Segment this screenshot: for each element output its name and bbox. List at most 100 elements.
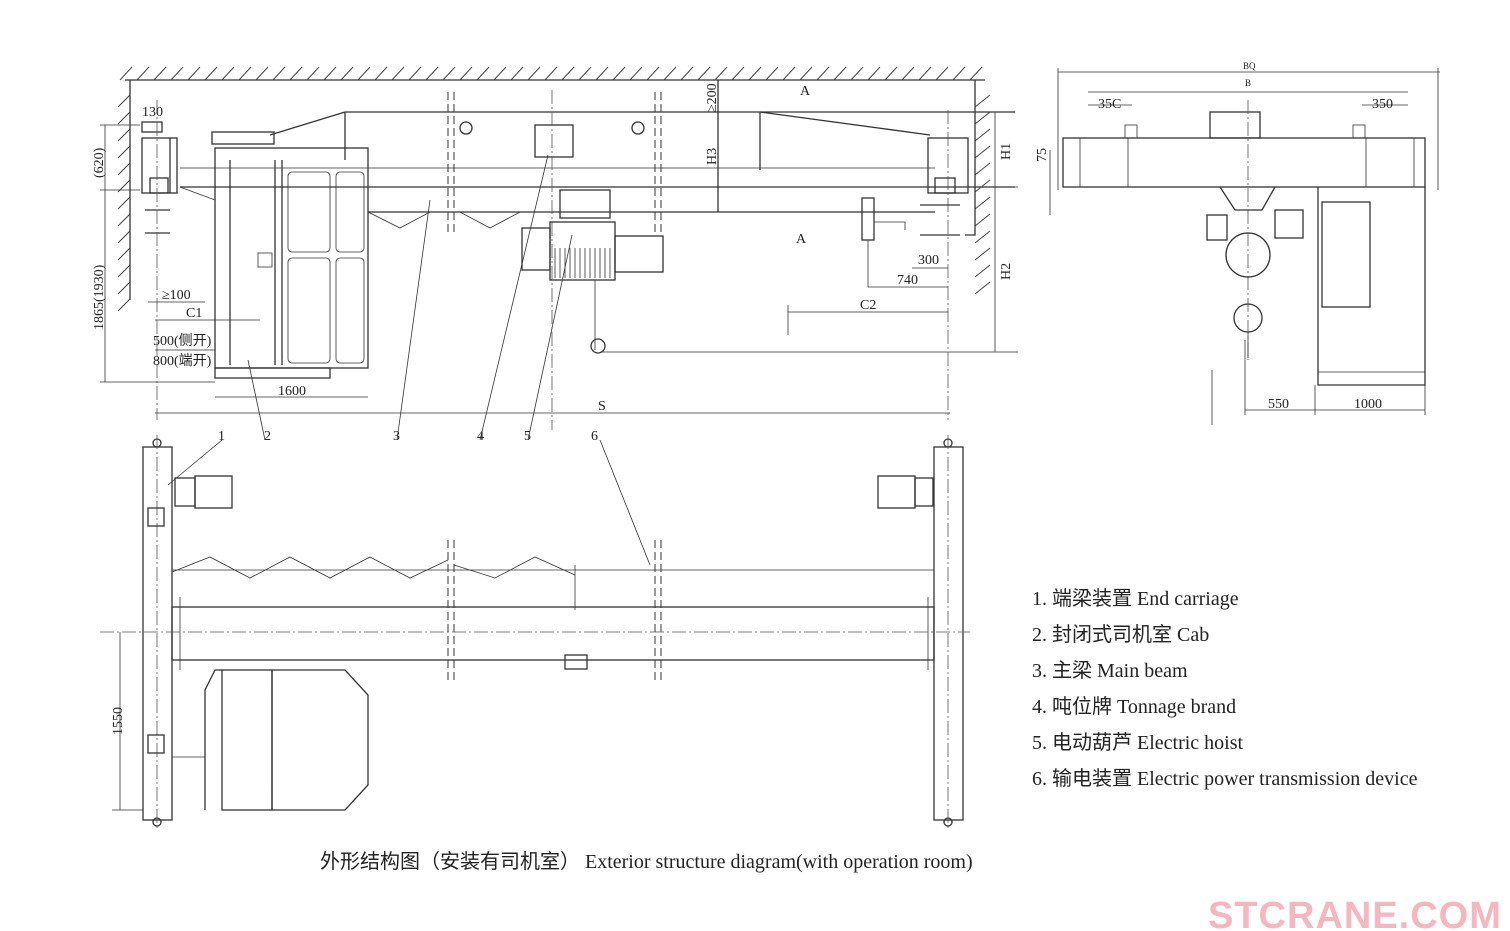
callout-3: 3 [393,429,400,444]
callout-leaders [167,154,651,566]
dim-350-right: 350 [1372,97,1393,112]
hatch-stroke [901,66,915,81]
hatch-stroke [935,66,949,81]
dim-c1: C1 [186,306,202,321]
hatch-stroke [974,230,991,244]
hatch-stroke [974,264,991,278]
hatch-stroke [714,66,728,81]
dim-1600: 1600 [278,384,306,399]
legend-item: 6. 输电装置 Electric power transmission devi… [1032,767,1418,790]
callout-1: 1 [218,429,225,444]
hatch-stroke [974,196,991,210]
right-end-carriage [861,110,969,420]
dim-800: 800(端开) [153,353,212,369]
legend-item: 1. 端梁装置 End carriage [1032,587,1239,610]
hatch-stroke [272,66,286,81]
dim-b: B [1245,78,1251,88]
hatch-stroke [510,66,524,81]
hatch-stroke [918,66,932,81]
hatch-stroke [680,66,694,81]
hatch-stroke [306,66,320,81]
hatch-stroke [782,66,796,81]
dim-1000: 1000 [1354,397,1382,412]
hatch-stroke [117,162,131,176]
hatch-stroke [612,66,626,81]
hatch-stroke [117,247,131,261]
hatch-stroke [117,281,131,295]
dim-130: 130 [142,105,163,120]
section-a-mid: A [796,232,807,247]
dim-1550: 1550 [111,707,126,735]
dim-620: (620) [92,147,107,178]
dim-h1: H1 [999,143,1014,160]
hatch-stroke [408,66,422,81]
cab-front [211,131,369,379]
hatch-stroke [117,145,131,159]
hatch-stroke [595,66,609,81]
hatch-stroke [850,66,864,81]
legend-item: 3. 主梁 Main beam [1032,659,1188,682]
break-lines [447,92,662,680]
hatch-stroke [117,298,131,312]
hatch-stroke [561,66,575,81]
dim-500: 500(侧开) [153,333,212,349]
hatch-stroke [731,66,745,81]
hatch-stroke [867,66,881,81]
callout-2: 2 [264,429,271,444]
front-main-beam [179,111,1015,229]
hatch-stroke [974,213,991,227]
hatch-stroke [238,66,252,81]
hatch-stroke [974,94,991,108]
hatch-stroke [697,66,711,81]
hatch-stroke [974,179,991,193]
hatch-stroke [974,111,991,125]
hatch-stroke [748,66,762,81]
hatch-stroke [117,196,131,210]
hatch-stroke [765,66,779,81]
hatch-stroke [117,264,131,278]
hatch-stroke [459,66,473,81]
hatch-stroke [136,66,150,81]
hatch-stroke [663,66,677,81]
hatch-stroke [153,66,167,81]
hatch-stroke [117,213,131,227]
right-wall-line [965,80,976,236]
side-view [1049,68,1440,425]
hatch-stroke [527,66,541,81]
callout-6: 6 [591,429,598,444]
hatch-stroke [884,66,898,81]
dim-h3: H3 [705,148,720,165]
hatch-stroke [974,128,991,142]
dim-300: 300 [918,253,939,268]
hatch-stroke [442,66,456,81]
dim-740: 740 [897,273,918,288]
hatch-stroke [170,66,184,81]
hatch-stroke [833,66,847,81]
hatch-stroke [117,111,131,125]
hatch-stroke [425,66,439,81]
hatch-stroke [476,66,490,81]
dim-1865: 1865(1930) [92,264,107,330]
legend: 1. 端梁装置 End carriage 2. 封闭式司机室 Cab 3. 主梁… [1032,587,1418,790]
hatch-stroke [578,66,592,81]
hatch-stroke [289,66,303,81]
dim-c2: C2 [860,298,876,313]
dim-h2: H2 [999,263,1014,280]
plan-view [100,435,970,830]
left-end-carriage [141,100,178,420]
hatch-stroke [952,66,966,81]
dim-350-left: 35C [1098,97,1121,112]
hatch-stroke [117,128,131,142]
callout-5: 5 [524,429,531,444]
watermark: STCRANE.COM [1208,895,1502,931]
hatch-stroke [391,66,405,81]
bolt-icon [631,121,645,135]
hatch-stroke [221,66,235,81]
hatch-stroke [974,162,991,176]
hatch-stroke [255,66,269,81]
bolt-icon [459,121,473,135]
hatch-stroke [374,66,388,81]
legend-item: 2. 封闭式司机室 Cab [1032,623,1209,646]
